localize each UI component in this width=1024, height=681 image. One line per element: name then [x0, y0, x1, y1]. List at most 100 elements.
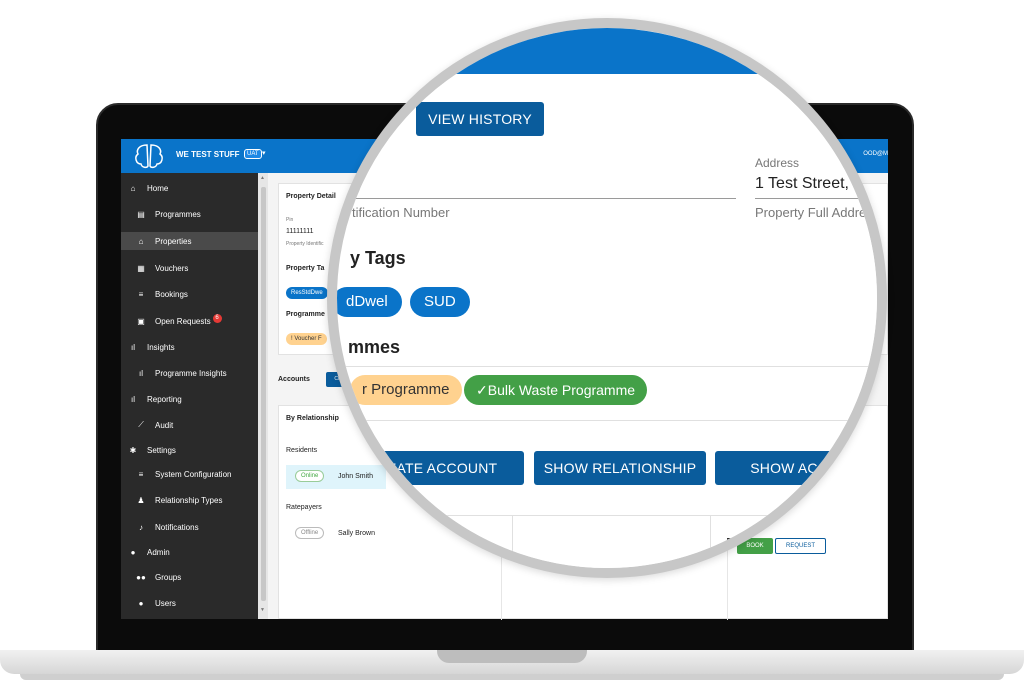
magnified-panel	[360, 74, 877, 568]
sidebar-item-label: Admin	[147, 547, 170, 557]
sidebar-item-label: Settings	[147, 445, 176, 455]
scroll-up-arrow-icon[interactable]: ▲	[260, 175, 265, 181]
magnified-header	[390, 28, 877, 74]
list-icon: ≡	[138, 469, 144, 479]
sidebar-item-label: Audit	[155, 420, 174, 430]
bar-chart-icon: ıl	[139, 368, 143, 378]
sidebar-item-insights[interactable]: ıl Insights	[121, 338, 258, 356]
sidebar-item-label: Open Requests	[155, 316, 211, 326]
sidebar-item-label: Insights	[147, 342, 175, 352]
show-accounts-button[interactable]: SHOW ACCOUN	[715, 451, 877, 485]
ratepayers-label: Ratepayers	[286, 504, 322, 511]
address-label: Address	[755, 156, 800, 170]
sidebar-item-settings[interactable]: ✱ Settings	[121, 441, 258, 459]
sidebar-item-label: Properties	[155, 236, 192, 246]
programmes-heading: Programme	[286, 311, 325, 318]
sidebar-item-bookings[interactable]: ≡ Bookings	[121, 285, 258, 303]
create-account-button-magnified[interactable]: REATE ACCOUNT	[350, 451, 524, 485]
by-relationship-heading: By Relationship	[286, 415, 339, 422]
property-tag-chip[interactable]: ResStdDwe	[286, 287, 328, 299]
magnified-view: VIEW HISTORY Address 1 Test Street, Su t…	[337, 28, 877, 568]
panel-divider	[512, 515, 513, 568]
ratepayer-name[interactable]: Sally Brown	[338, 530, 375, 537]
person-icon: ●	[138, 598, 144, 608]
programme-ok-label: Bulk Waste Programme	[487, 382, 636, 398]
panel-divider	[710, 515, 711, 568]
section-divider	[340, 515, 877, 516]
inbox-icon: ▣	[137, 316, 145, 326]
book-button-magnified[interactable]: BOOK	[747, 548, 783, 564]
home-icon: ⌂	[138, 236, 144, 246]
home-icon: ⌂	[130, 183, 136, 193]
view-history-button[interactable]: VIEW HISTORY	[416, 102, 544, 136]
property-details-heading: Property Detail	[286, 193, 336, 200]
identification-caption: tification Number	[352, 205, 450, 220]
sidebar-item-admin[interactable]: ● Admin	[121, 543, 258, 561]
tag-chip-dwel[interactable]: dDwel	[337, 287, 402, 317]
environment-badge[interactable]: UAT	[244, 149, 262, 159]
person-icon: ●	[130, 547, 136, 557]
document-icon: ▤	[137, 209, 145, 219]
laptop-shadow	[20, 674, 1004, 680]
sidebar-item-audit[interactable]: ⟋ Audit	[121, 416, 258, 434]
sidebar-item-label: Reporting	[147, 394, 182, 404]
bar-chart-icon: ıl	[131, 394, 135, 404]
scroll-down-arrow-icon[interactable]: ▼	[260, 607, 265, 613]
chevron-down-icon[interactable]: ▾	[262, 150, 266, 157]
check-icon: ✓	[476, 382, 488, 398]
sidebar-item-programme-insights[interactable]: ıl Programme Insights	[121, 364, 258, 382]
address-underline	[755, 198, 877, 199]
sidebar-item-label: Programme Insights	[155, 368, 227, 378]
section-divider	[340, 420, 877, 421]
sidebar-item-label: System Configuration	[155, 469, 232, 479]
sidebar-item-relationship-types[interactable]: ♟Relationship Types	[121, 491, 258, 509]
programmes-heading-magnified: mmes	[348, 337, 401, 357]
sidebar-item-label: Users	[155, 598, 176, 608]
products-heading: Pr	[726, 536, 743, 553]
group-icon: ●●	[136, 572, 146, 582]
trend-icon: ⟋	[138, 420, 144, 429]
sidebar-item-programmes[interactable]: ▤ Programmes	[121, 205, 258, 223]
gear-icon: ✱	[129, 445, 137, 455]
property-tags-heading: Property Ta	[286, 265, 325, 272]
sidebar-item-label: Home	[147, 183, 169, 193]
tag-chip-sud[interactable]: SUD	[410, 287, 470, 317]
sidebar-item-properties[interactable]: ⌂ Properties	[121, 232, 258, 250]
pin-caption: Property Identific	[286, 241, 324, 247]
online-status-pill: Online	[295, 470, 325, 482]
sidebar-item-label: Vouchers	[155, 263, 189, 273]
brain-logo-icon[interactable]	[133, 142, 165, 170]
request-button-magnified[interactable]: REQUEST	[785, 548, 836, 564]
bar-chart-icon: ıl	[131, 342, 135, 352]
list-box-icon: ▦	[137, 263, 145, 273]
sidebar-item-label: Programmes	[155, 209, 201, 219]
offline-status-pill: Offline	[295, 527, 325, 539]
sidebar-item-users[interactable]: ● Users	[121, 594, 258, 612]
identification-underline	[340, 198, 736, 199]
brand-name: WE TEST STUFF	[176, 150, 240, 159]
person-link-icon: ♟	[137, 495, 145, 505]
sidebar-item-vouchers[interactable]: ▦ Vouchers	[121, 259, 258, 277]
sidebar-scroll-thumb[interactable]	[261, 187, 266, 601]
sidebar-item-notifications[interactable]: ♪Notifications	[121, 518, 258, 536]
section-divider	[340, 366, 877, 367]
sidebar-item-label: Bookings	[155, 289, 188, 299]
pin-value: 11111111	[286, 228, 314, 235]
sidebar-item-home[interactable]: ⌂ Home	[121, 179, 258, 197]
sidebar-item-groups[interactable]: ●●Groups	[121, 568, 258, 586]
list-icon: ≡	[138, 289, 144, 299]
accounts-label: Accounts	[278, 376, 310, 383]
notification-count-badge: 6	[212, 313, 222, 323]
voucher-programme-chip[interactable]: ! Voucher F	[286, 333, 327, 345]
magnifier-lens: VIEW HISTORY Address 1 Test Street, Su t…	[327, 18, 887, 578]
property-tags-heading-magnified: y Tags	[350, 248, 406, 268]
address-value[interactable]: 1 Test Street, Su	[755, 175, 873, 192]
bell-icon: ♪	[139, 522, 143, 532]
sidebar-item-reporting[interactable]: ıl Reporting	[121, 390, 258, 408]
sidebar: ⌂Home ▤Programmes ⌂Properties ▦Vouchers …	[121, 173, 258, 619]
voucher-programme-chip-magnified[interactable]: r Programme	[350, 375, 462, 405]
sidebar-item-system-configuration[interactable]: ≡ System Configuration	[121, 465, 258, 483]
show-relationship-button[interactable]: SHOW RELATIONSHIP	[534, 451, 706, 485]
bulk-waste-programme-chip[interactable]: ✓Bulk Waste Programme	[464, 375, 648, 405]
